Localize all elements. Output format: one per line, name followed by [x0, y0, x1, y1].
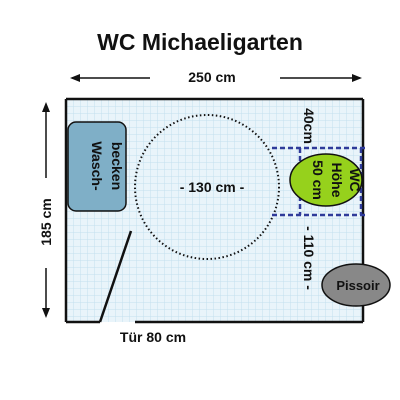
sink-label-line1: Wasch-	[89, 141, 105, 191]
door-label: Tür 80 cm	[120, 329, 186, 345]
wc-label-line3: 50 cm	[310, 160, 326, 200]
wc-label-line1: WC	[347, 168, 363, 191]
page-title: WC Michaeligarten	[97, 29, 303, 55]
height-dimension: 185 cm	[38, 102, 54, 318]
turning-circle	[134, 114, 280, 260]
urinal-label: Pissoir	[336, 278, 379, 293]
height-label: 185 cm	[38, 198, 54, 245]
sink-label-line2: becken	[109, 142, 125, 190]
door-leaf	[98, 230, 133, 323]
urinal: Pissoir	[321, 263, 391, 307]
wc-side-distance-label: 40cm	[301, 108, 317, 144]
wc-toilet: WC Höhe 50 cm	[289, 153, 363, 207]
sink: Wasch- becken	[67, 121, 127, 212]
wc-urinal-distance-label: - 110 cm -	[301, 226, 317, 290]
width-dimension: 250 cm	[70, 69, 362, 85]
turning-circle-label: - 130 cm -	[180, 179, 245, 195]
width-label: 250 cm	[188, 69, 235, 85]
wc-label-line2: Höhe	[329, 163, 345, 198]
